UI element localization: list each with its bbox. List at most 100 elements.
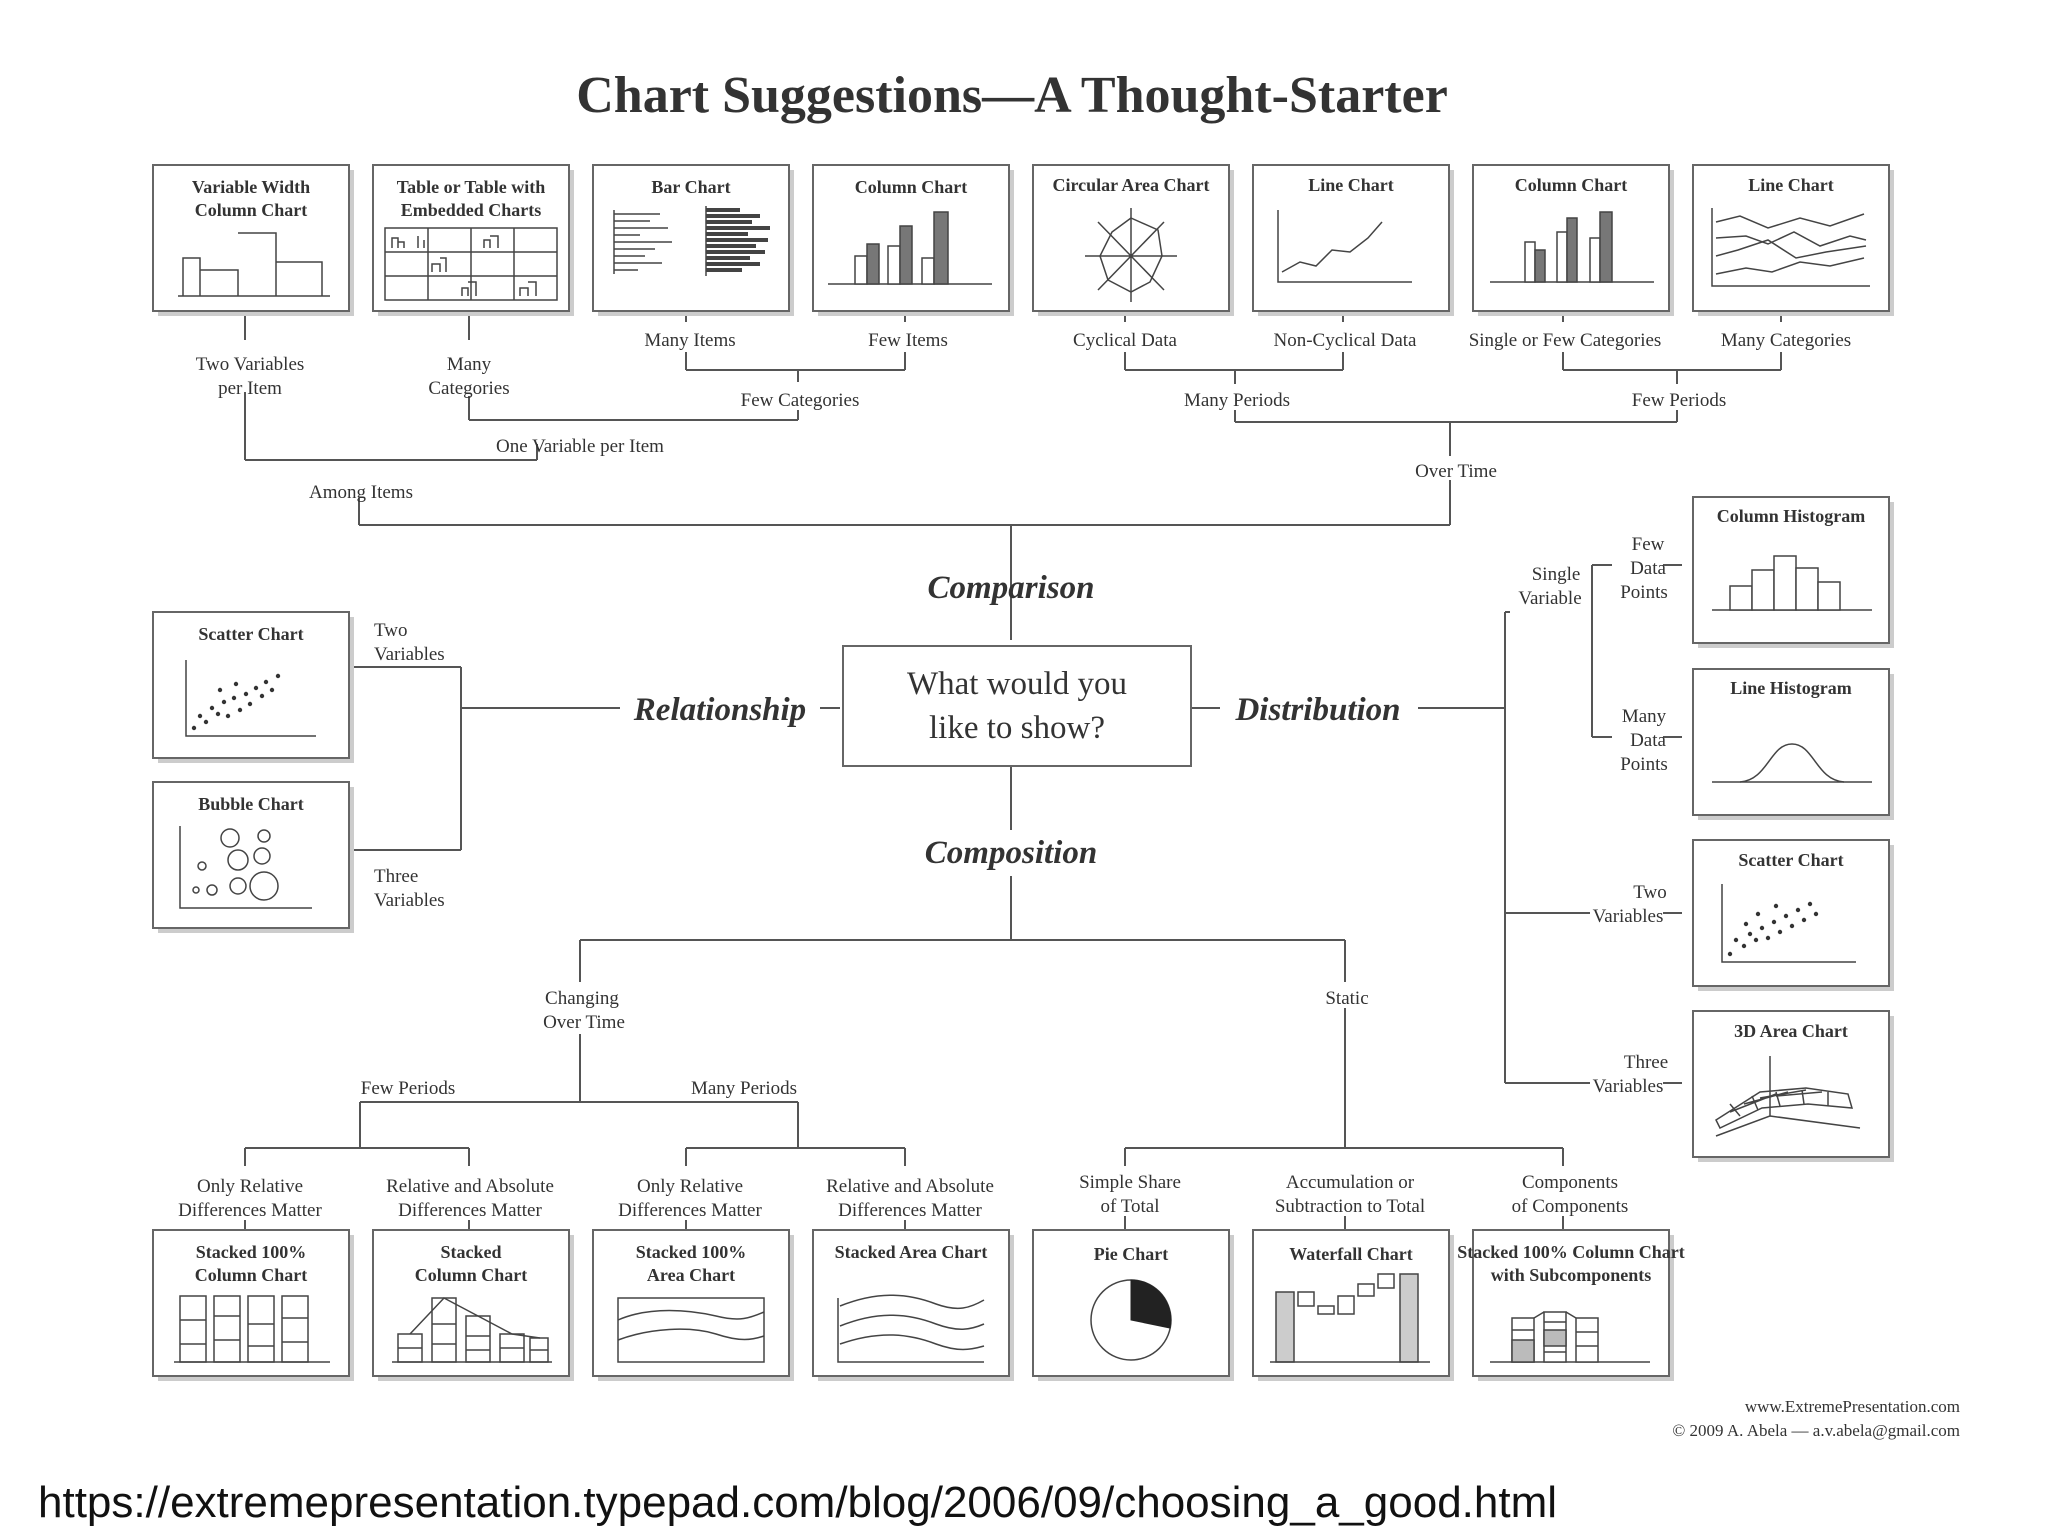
card-title-2: with Subcomponents (1491, 1265, 1652, 1285)
variable-width-column-icon (178, 232, 330, 297)
label-two-variables-rel-2: Variables (374, 644, 445, 665)
label-changing-over-time: Changing (545, 988, 619, 1009)
source-url-caption: https://extremepresentation.typepad.com/… (38, 1478, 1558, 1527)
card-title: Line Histogram (1730, 678, 1852, 698)
card-line-histogram: Line Histogram (1692, 668, 1894, 820)
card-line-chart-non-cyclical: Line Chart (1252, 164, 1454, 316)
label-two-variables-rel: Two (374, 620, 408, 641)
card-stacked-100-area: Stacked 100% Area Chart (592, 1229, 794, 1381)
category-composition: Composition (925, 835, 1097, 871)
stacked-area-icon (837, 1294, 985, 1363)
label-over-time: Over Time (1415, 461, 1497, 482)
card-variable-width-column: Variable Width Column Chart (152, 164, 354, 316)
card-pie-chart: Pie Chart (1032, 1229, 1234, 1381)
card-title-2: Column Chart (195, 200, 308, 220)
category-relationship: Relationship (633, 692, 806, 728)
label-few-data-points-3: Points (1620, 582, 1668, 603)
label-single-few-categories: Single or Few Categories (1469, 330, 1662, 351)
card-stacked-100-column: Stacked 100% Column Chart (152, 1229, 354, 1381)
card-title: Stacked 100% (636, 1242, 747, 1262)
card-title-2: Area Chart (647, 1265, 735, 1285)
label-many-categories-table: Many (447, 354, 492, 375)
card-scatter-distribution: Scatter Chart (1692, 839, 1894, 991)
label-components: Components (1522, 1172, 1618, 1193)
card-title: Line Chart (1308, 175, 1394, 195)
card-title: Scatter Chart (198, 624, 303, 644)
card-title: Bar Chart (651, 177, 730, 197)
label-two-variables-dist-2: Variables (1593, 906, 1664, 927)
card-stacked-100-subcomponents: Stacked 100% Column Chart with Subcompon… (1457, 1229, 1685, 1381)
card-title: Scatter Chart (1738, 850, 1843, 870)
label-two-variables-per-item: Two Variables (196, 354, 305, 375)
label-single-variable-2: Variable (1518, 588, 1581, 609)
card-title: Variable Width (192, 177, 310, 197)
scatter-plot-icon (1721, 884, 1856, 963)
label-only-relative-1: Only Relative (197, 1176, 303, 1197)
label-only-relative-2: Only Relative (637, 1176, 743, 1197)
card-bubble-chart: Bubble Chart (152, 781, 354, 933)
label-single-variable: Single (1532, 564, 1581, 585)
card-title: Column Histogram (1717, 506, 1866, 526)
label-only-relative-2-2: Differences Matter (618, 1200, 762, 1221)
card-circular-area-chart: Circular Area Chart (1032, 164, 1234, 316)
label-two-variables-dist: Two (1633, 882, 1667, 903)
card-title: Stacked 100% (196, 1242, 307, 1262)
3d-surface-icon (1715, 1056, 1861, 1137)
label-relative-absolute-2: Relative and Absolute (826, 1176, 994, 1197)
card-bar-chart: Bar Chart (592, 164, 794, 316)
center-question: What would you like to show? (842, 645, 1192, 767)
scatter-plot-icon (185, 660, 316, 737)
histogram-icon (1712, 555, 1872, 611)
stacked-100-column-icon (174, 1295, 330, 1363)
card-scatter-relationship: Scatter Chart (152, 611, 354, 763)
label-few-periods-comp: Few Periods (361, 1078, 455, 1099)
card-column-chart-single: Column Chart (1472, 164, 1674, 316)
card-3d-area-chart: 3D Area Chart (1692, 1010, 1894, 1162)
label-three-variables-dist: Three (1624, 1052, 1668, 1073)
card-title: Line Chart (1748, 175, 1834, 195)
label-cyclical-data: Cyclical Data (1073, 330, 1177, 351)
card-title: Column Chart (1515, 175, 1628, 195)
card-title: Stacked Area Chart (835, 1242, 988, 1262)
label-many-data-points-2: Data (1630, 730, 1666, 751)
label-two-variables-per-item-2: per Item (218, 378, 282, 399)
label-many-categories-line: Many Categories (1721, 330, 1851, 351)
card-title-2: Embedded Charts (401, 200, 542, 220)
stacked-subcomponents-icon (1490, 1311, 1650, 1363)
pie-chart-icon (1090, 1279, 1172, 1361)
label-many-periods-top: Many Periods (1184, 390, 1290, 411)
label-relative-absolute-1-2: Differences Matter (398, 1200, 542, 1221)
card-stacked-column: Stacked Column Chart (372, 1229, 574, 1381)
card-title: Table or Table with (397, 177, 546, 197)
stacked-column-icon (392, 1297, 552, 1363)
label-relative-absolute-1: Relative and Absolute (386, 1176, 554, 1197)
label-among-items: Among Items (309, 482, 413, 503)
label-changing-over-time-2: Over Time (543, 1012, 625, 1033)
label-many-data-points: Many (1622, 706, 1667, 727)
label-few-periods-top: Few Periods (1632, 390, 1726, 411)
label-accumulation-2: Subtraction to Total (1275, 1196, 1425, 1217)
question-line-2: like to show? (929, 710, 1105, 746)
label-simple-share: Simple Share (1079, 1172, 1181, 1193)
label-three-variables-rel: Three (374, 866, 418, 887)
column-chart-icon (1490, 211, 1654, 283)
label-non-cyclical-data: Non-Cyclical Data (1274, 330, 1418, 351)
bubble-chart-icon (179, 826, 312, 909)
card-stacked-area: Stacked Area Chart (812, 1229, 1014, 1381)
bar-chart-icon (613, 206, 770, 276)
label-few-items: Few Items (868, 330, 948, 351)
card-title: Column Chart (855, 177, 968, 197)
card-waterfall-chart: Waterfall Chart (1252, 1229, 1454, 1381)
category-comparison: Comparison (928, 570, 1095, 606)
label-three-variables-rel-2: Variables (374, 890, 445, 911)
card-column-chart-few: Column Chart (812, 164, 1014, 316)
card-title-2: Column Chart (415, 1265, 528, 1285)
credit-website: www.ExtremePresentation.com (1745, 1397, 1960, 1416)
card-title: Stacked (440, 1242, 501, 1262)
label-accumulation: Accumulation or (1286, 1172, 1415, 1193)
label-few-data-points-2: Data (1630, 558, 1666, 579)
card-table-embedded-charts: Table or Table with Embedded Charts (372, 164, 574, 316)
branch-labels: Two Variables per Item Many Categories M… (178, 330, 1851, 1221)
card-title: Pie Chart (1094, 1244, 1168, 1264)
